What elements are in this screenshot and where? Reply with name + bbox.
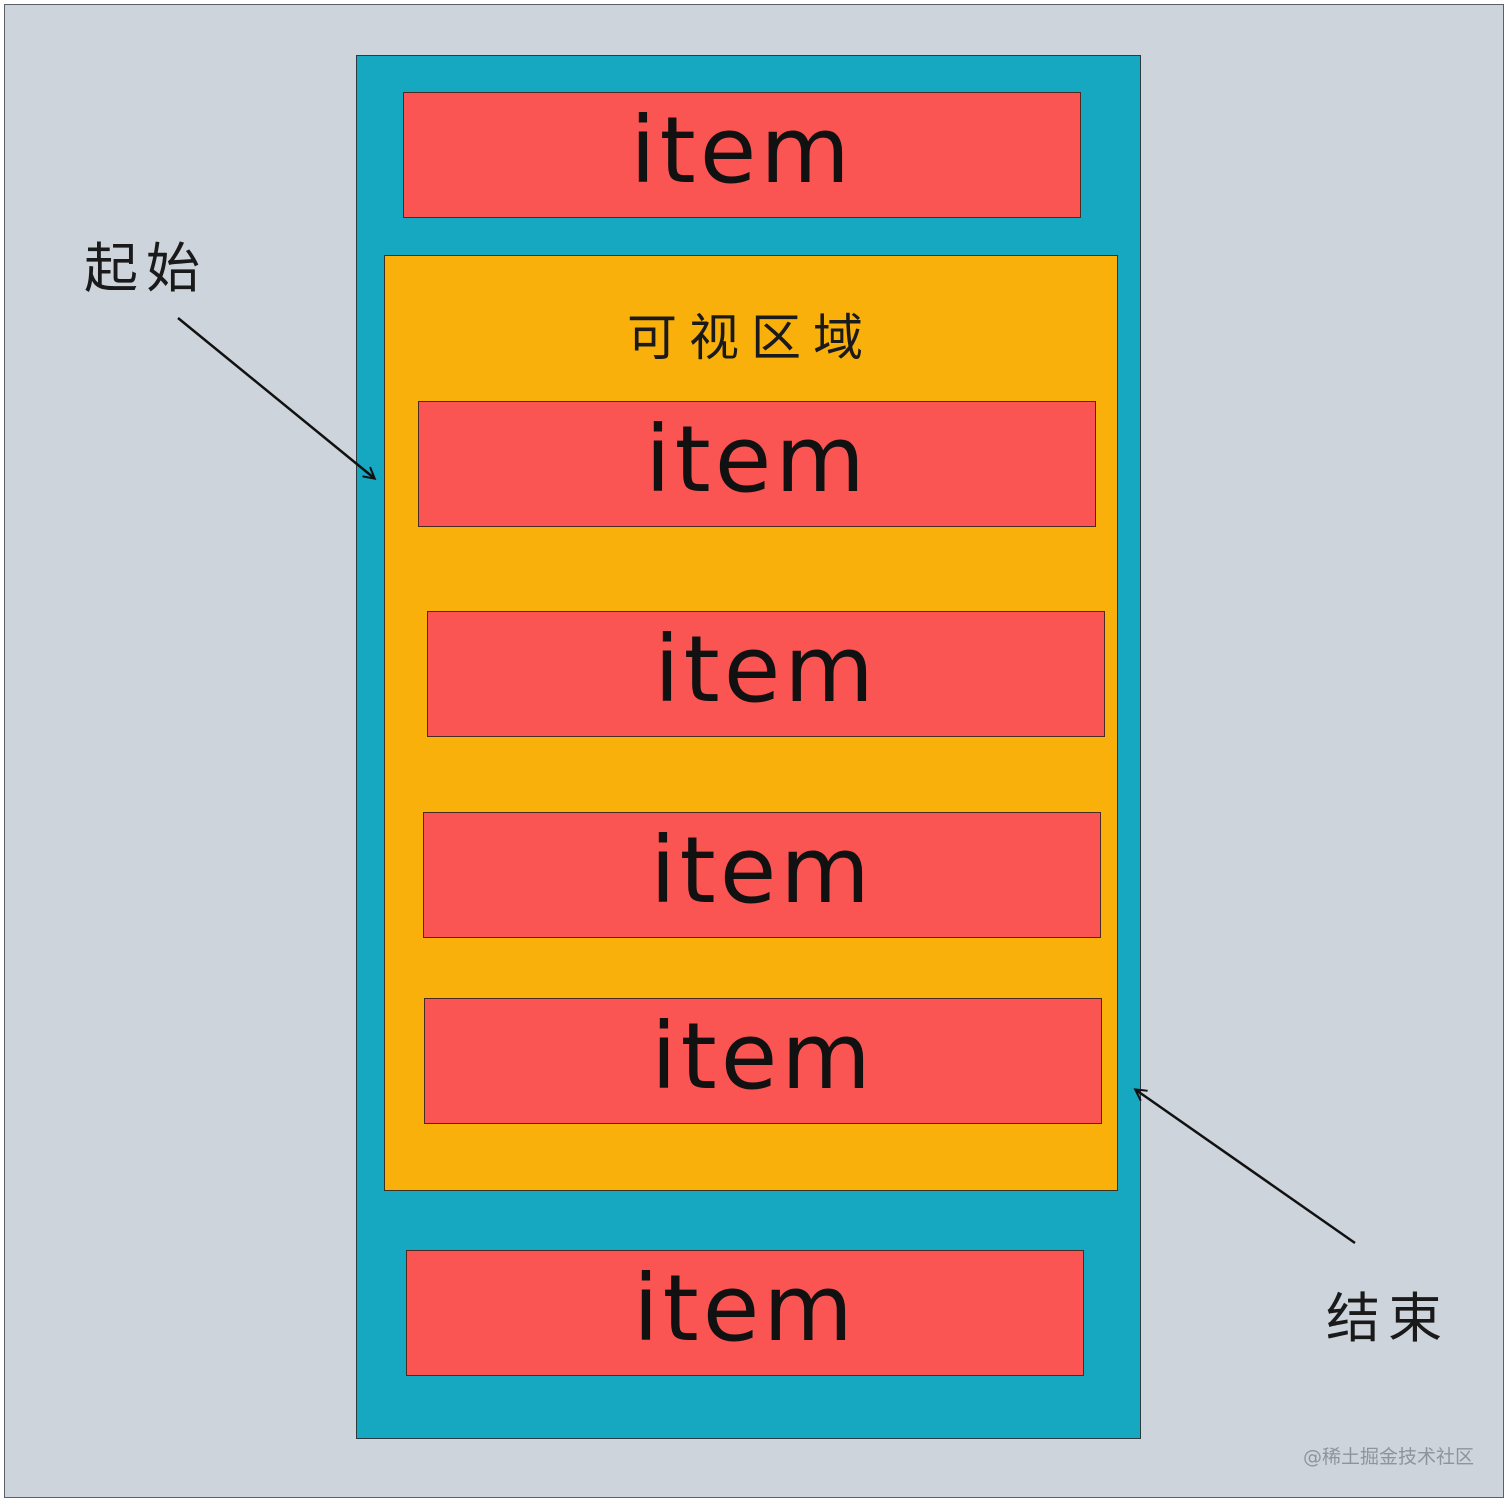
list-item-visible-1: item bbox=[418, 401, 1096, 527]
item-label: item bbox=[645, 406, 869, 513]
list-item-visible-4: item bbox=[424, 998, 1102, 1124]
item-label: item bbox=[654, 616, 878, 723]
item-label: item bbox=[651, 1003, 875, 1110]
watermark: @稀土掘金技术社区 bbox=[1302, 1446, 1474, 1468]
start-label: 起始 bbox=[84, 237, 208, 300]
list-item-top: item bbox=[403, 92, 1081, 218]
viewport-label: 可视区域 bbox=[627, 309, 875, 367]
list-item-bottom: item bbox=[406, 1250, 1084, 1376]
item-label: item bbox=[650, 817, 874, 924]
list-item-visible-2: item bbox=[427, 611, 1105, 737]
list-item-visible-3: item bbox=[423, 812, 1101, 938]
end-label: 结束 bbox=[1326, 1287, 1450, 1350]
item-label: item bbox=[633, 1255, 857, 1362]
item-label: item bbox=[630, 97, 854, 204]
